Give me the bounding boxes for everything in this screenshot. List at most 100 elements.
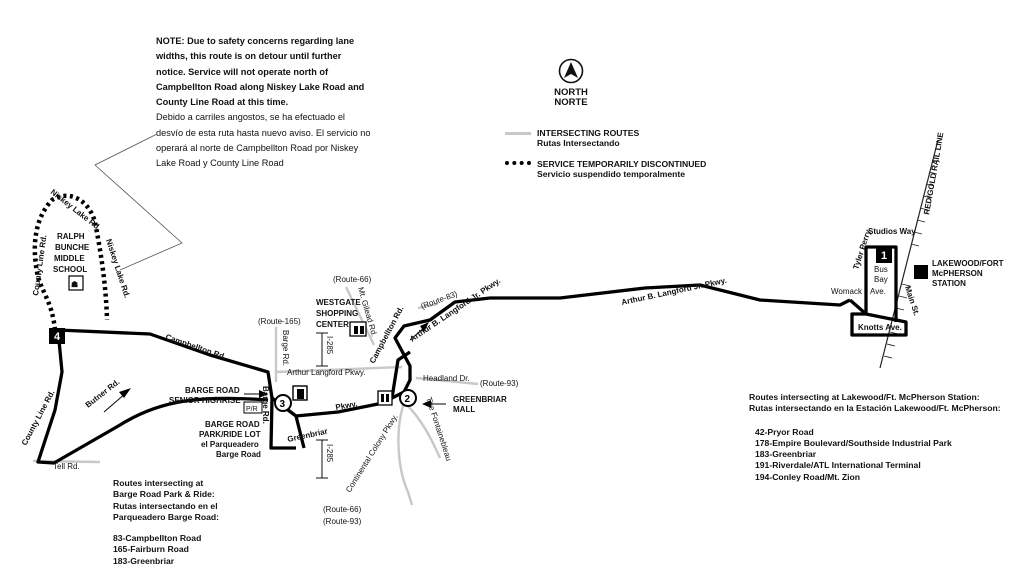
place-greenbriar-mall: GREENBRIAR MALL — [453, 395, 507, 414]
north-indicator: NORTH NORTE — [548, 58, 594, 108]
svg-text:LAKEWOOD/FORT: LAKEWOOD/FORT — [932, 259, 1004, 268]
street-arthur-langford: Arthur Langford Pkwy. — [287, 368, 366, 377]
street-county-line-n: County Line Rd. — [31, 234, 48, 296]
direction-arrows — [103, 322, 446, 413]
street-tell: Tell Rd. — [53, 462, 80, 471]
svg-text:3: 3 — [280, 399, 286, 410]
street-womack: Womack — [831, 287, 863, 296]
lakewood-route-item: 178-Empire Boulevard/Southside Industria… — [755, 437, 952, 448]
svg-text:BUNCHE: BUNCHE — [55, 243, 90, 252]
svg-text:2: 2 — [405, 394, 411, 405]
svg-text:4: 4 — [54, 331, 61, 343]
svg-text:Barge Road: Barge Road — [216, 450, 261, 459]
timepoint-2: 2 — [399, 389, 417, 407]
legend-discontinued: SERVICE TEMPORARILY DISCONTINUED Servici… — [537, 159, 706, 179]
norte-label: NORTE — [554, 97, 588, 108]
street-continental: Continental Colony Pkwy. — [344, 412, 400, 494]
street-rail: RED/GOLD RAIL LINE — [922, 131, 945, 215]
route-ref-66-bottom: (Route-66) — [323, 505, 362, 514]
route-ref-93-right: (Route-93) — [480, 379, 519, 388]
barge-route-item: 83-Campbellton Road — [113, 533, 202, 544]
lakewood-title-en: Routes intersecting at Lakewood/Ft. McPh… — [749, 392, 980, 402]
barge-title-line: Barge Road Park & Ride: — [113, 489, 215, 500]
route-ref-93-bottom: (Route-93) — [323, 517, 362, 526]
svg-text:McPHERSON: McPHERSON — [932, 269, 983, 278]
timepoint-1: 1 — [876, 247, 892, 263]
svg-text:SCHOOL: SCHOOL — [53, 265, 87, 274]
place-lakewood: LAKEWOOD/FORT McPHERSON STATION — [932, 259, 1004, 288]
discontinued-segments — [32, 193, 110, 331]
svg-text:WESTGATE: WESTGATE — [316, 298, 361, 307]
lakewood-title-es: Rutas intersectando en la Estación Lakew… — [749, 403, 1001, 414]
street-arthur-langford-jr-2: Arthur B. Langford Jr. Pkwy. — [621, 276, 728, 307]
street-niskey-lake-2: Niskey Lake Rd. — [104, 238, 132, 299]
lakewood-route-item: 42-Pryor Road — [755, 426, 814, 437]
legend-discontinued-swatch — [505, 161, 531, 165]
street-studios: Studios Way — [868, 227, 916, 236]
svg-text:SHOPPING: SHOPPING — [316, 309, 358, 318]
mall-icon — [377, 390, 393, 406]
route-ref-66-top: (Route-66) — [333, 275, 372, 284]
svg-text:CENTER: CENTER — [316, 320, 349, 329]
park-ride-icon — [243, 401, 263, 414]
svg-text:BARGE ROAD: BARGE ROAD — [185, 386, 240, 395]
street-knotts: Knotts Ave. — [858, 323, 902, 332]
street-tyler-perry: Tyler Perry — [851, 228, 872, 270]
note-callout-line — [94, 133, 183, 271]
street-niskey-lake-1: Niskey Lake Rd. — [49, 187, 103, 232]
street-campbellton: Campbellton Rd. — [164, 332, 227, 361]
lakewood-route-item: 183-Greenbriar — [755, 449, 817, 460]
north-label: NORTH — [554, 87, 588, 98]
barge-route-item: 183-Greenbriar — [113, 555, 175, 566]
lakewood-route-item: 194-Conley Road/Mt. Zion — [755, 471, 861, 482]
arrow-barge-senior — [259, 390, 268, 398]
lakewood-route-item: 191-Riverdale/ATL International Terminal — [755, 460, 921, 471]
barge-title-line: Routes intersecting at — [113, 478, 204, 488]
street-barge-route: Barge Rd. — [261, 386, 270, 424]
svg-text:MALL: MALL — [453, 405, 475, 414]
svg-text:☗: ☗ — [71, 280, 78, 289]
svg-text:BARGE ROAD: BARGE ROAD — [205, 420, 260, 429]
lakewood-routes-box: Routes intersecting at Lakewood/Ft. McPh… — [749, 392, 1001, 483]
svg-text:MIDDLE: MIDDLE — [54, 254, 85, 263]
intersecting-routes — [32, 286, 479, 506]
timepoint-3: 3 — [274, 394, 292, 412]
street-main: Main St. — [903, 285, 921, 317]
place-bus-bay: Bus Bay — [874, 265, 888, 284]
school-icon — [68, 275, 84, 291]
svg-text:Bay: Bay — [874, 275, 888, 284]
barge-title-line: Rutas intersectando en el — [113, 500, 218, 511]
arrow-butner-shaft — [103, 392, 127, 413]
svg-text:Bus: Bus — [874, 265, 888, 274]
timepoint-4: 4 — [49, 328, 65, 344]
street-butner: Butner Rd. — [84, 377, 122, 409]
svg-text:el Parqueadero: el Parqueadero — [201, 440, 259, 449]
place-barge-park: BARGE ROAD PARK/RIDE LOT el Parqueadero … — [199, 420, 261, 459]
arrow-greenbriar — [422, 400, 431, 408]
i285 — [316, 332, 328, 479]
rail-line — [879, 139, 939, 369]
place-ralph-bunche: RALPH BUNCHE MIDDLE SCHOOL — [53, 232, 90, 274]
detour-note-spanish: Debido a carriles angostos, se ha efectu… — [156, 112, 371, 169]
barge-title-line: Parqueadero Barge Road: — [113, 511, 220, 522]
legend-intersecting-sublabel: Rutas Intersectando — [537, 138, 620, 148]
street-ave: Ave. — [870, 287, 886, 296]
svg-text:SENIOR HIGHRISE: SENIOR HIGHRISE — [169, 396, 241, 405]
place-labels: RALPH BUNCHE MIDDLE SCHOOL WESTGATE SHOP… — [53, 232, 1004, 459]
legend-discontinued-sublabel: Servicio suspendido temporalmente — [537, 169, 686, 179]
street-headland: Headland Dr. — [423, 374, 470, 383]
svg-text:STATION: STATION — [932, 279, 966, 288]
barge-route-item: 165-Fairburn Road — [113, 544, 189, 555]
legend-intersecting-swatch — [505, 132, 531, 135]
detour-note: NOTE: Due to safety concerns regarding l… — [156, 34, 371, 172]
north-arrow-icon — [558, 58, 584, 84]
lakewood-station-icon — [914, 265, 928, 279]
street-fontainebleau: The Fontainebleau — [424, 396, 453, 462]
svg-text:GREENBRIAR: GREENBRIAR — [453, 395, 507, 404]
svg-text:RALPH: RALPH — [57, 232, 85, 241]
street-i285-n: I-285 — [325, 336, 334, 355]
street-barge: Barge Rd. — [281, 330, 290, 366]
place-westgate: WESTGATE SHOPPING CENTER — [316, 298, 361, 329]
arrow-butner — [119, 388, 131, 398]
